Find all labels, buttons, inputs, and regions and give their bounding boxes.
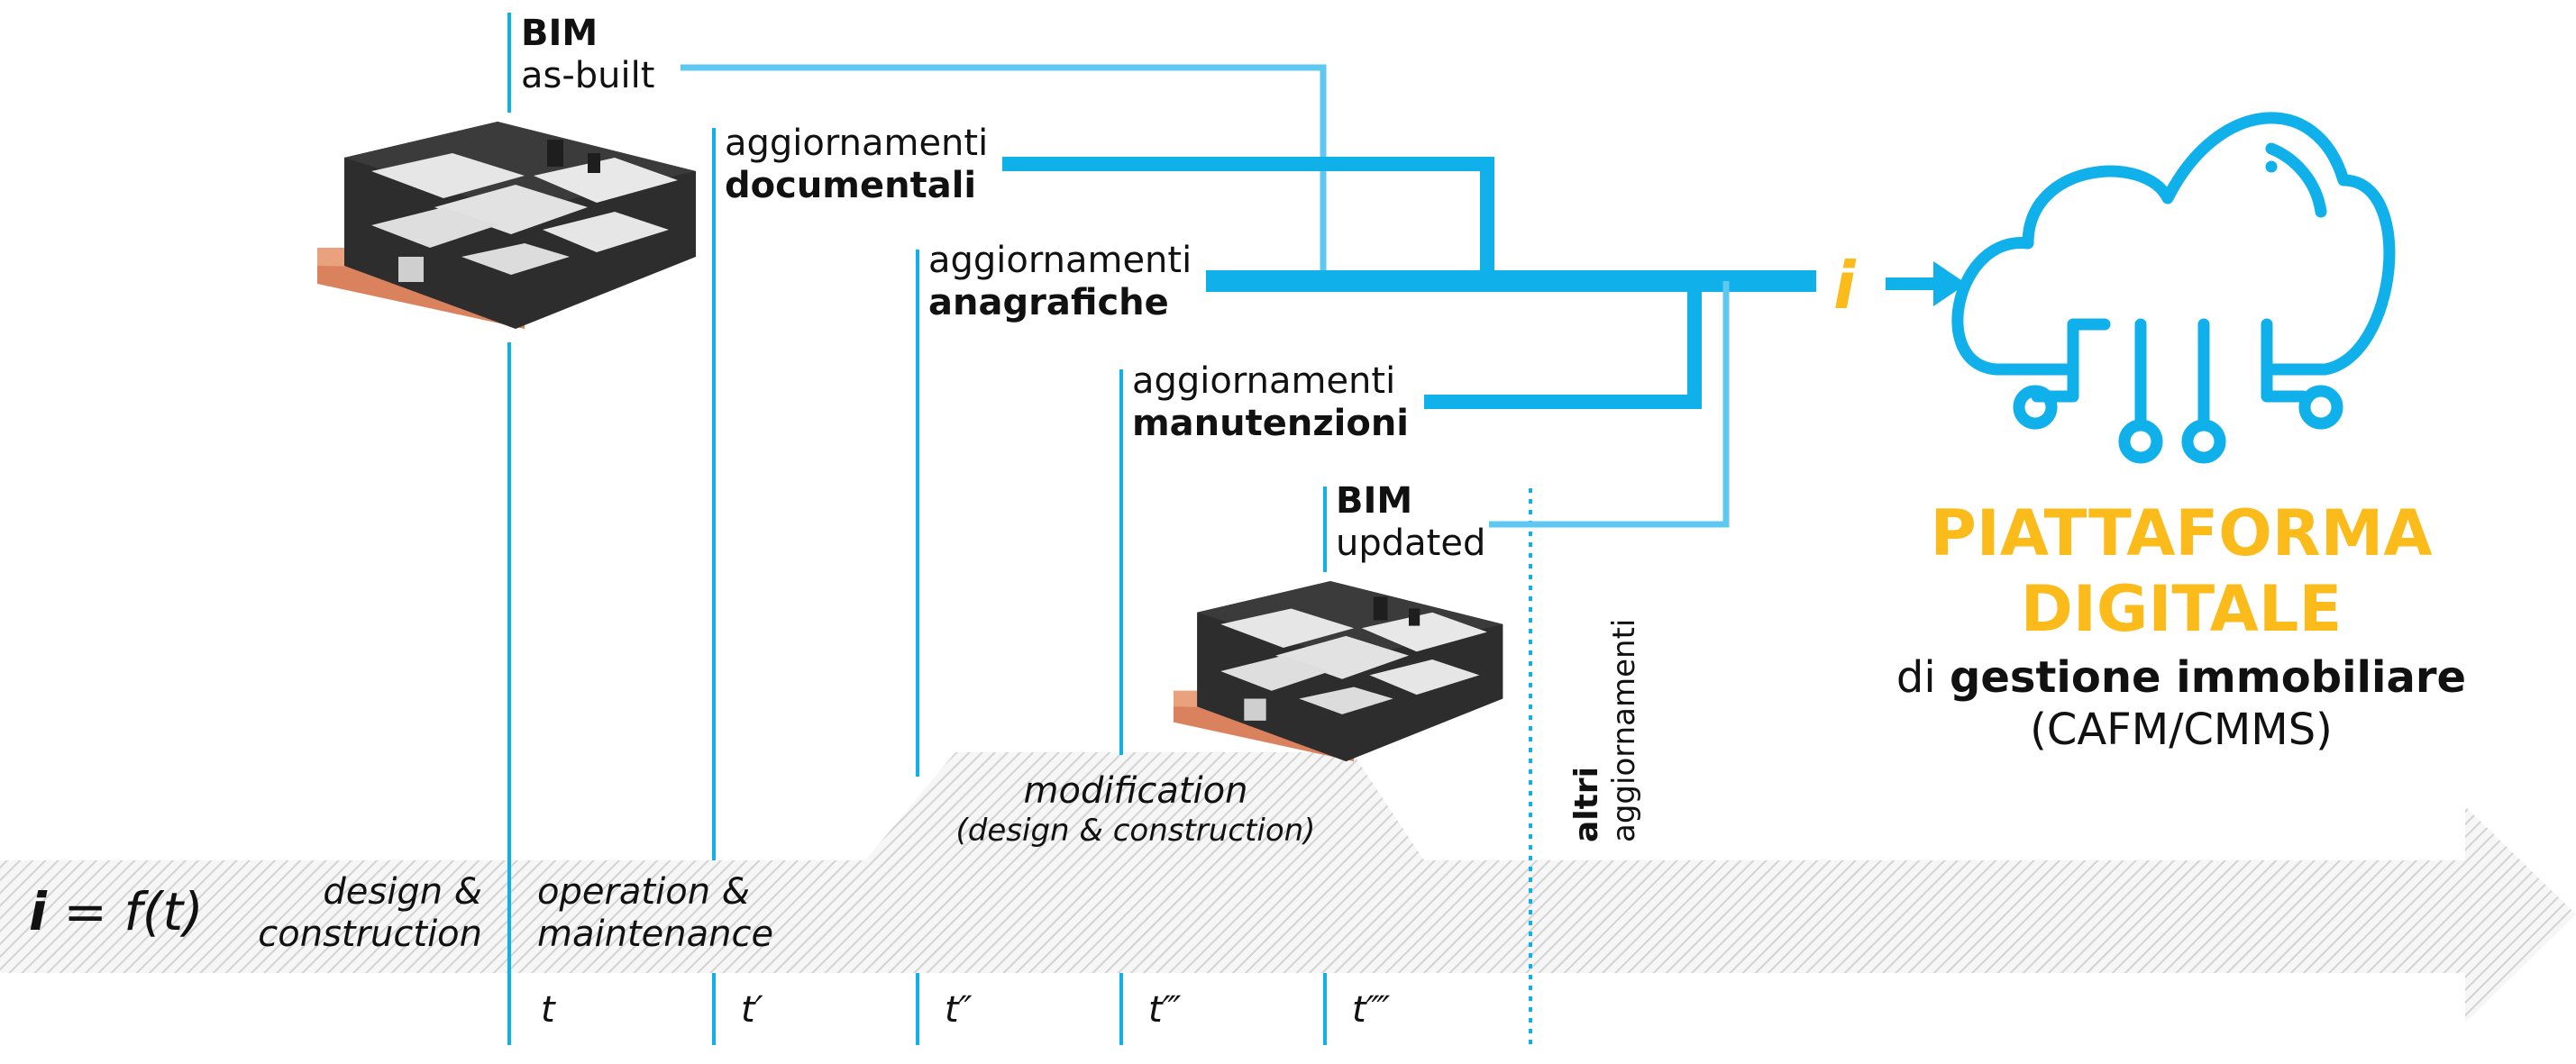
connector-documentali xyxy=(1002,157,1494,279)
tick-t-prime: t′ xyxy=(741,989,763,1031)
modification-band xyxy=(865,752,1424,860)
documentali-label: aggiornamenti documentali xyxy=(725,123,989,207)
isometric-building-model-icon xyxy=(317,122,696,329)
info-symbol: i xyxy=(1833,248,1856,323)
isometric-building-model-icon xyxy=(1174,581,1503,762)
phase-operation-maintenance: operation & maintenance xyxy=(537,871,774,956)
phase-modification: modification (design & construction) xyxy=(955,770,1316,850)
tick-t-quadruple-prime: t⁗ xyxy=(1352,989,1391,1031)
platform-subtitle: di gestione immobiliare (CAFM/CMMS) xyxy=(1895,652,2467,755)
platform-title: PIATTAFORMA DIGITALE xyxy=(1930,496,2433,646)
connector-bim-asbuilt xyxy=(681,64,1327,279)
bim-updated-label: BIM updated xyxy=(1336,480,1486,565)
anagrafiche-label: aggiornamenti anagrafiche xyxy=(928,240,1192,324)
connector-manutenzioni xyxy=(1424,281,1702,409)
altri-aggiornamenti-label: altri aggiornamenti xyxy=(1568,618,1643,842)
tick-t-double-prime: t″ xyxy=(945,989,973,1031)
formula: i = f(t) xyxy=(29,881,204,942)
tick-t-triple-prime: t‴ xyxy=(1148,989,1182,1031)
manutenzioni-label: aggiornamenti manutenzioni xyxy=(1132,360,1410,445)
bim-asbuilt-label: BIM as-built xyxy=(521,13,655,97)
arrow-right-icon xyxy=(1886,261,1967,306)
timeline-band xyxy=(0,806,2576,1023)
phase-design-construction: design & construction xyxy=(258,871,482,956)
cloud-network-icon xyxy=(1951,112,2396,464)
connector-bim-updated xyxy=(1489,281,1730,528)
tick-t: t xyxy=(541,989,555,1031)
